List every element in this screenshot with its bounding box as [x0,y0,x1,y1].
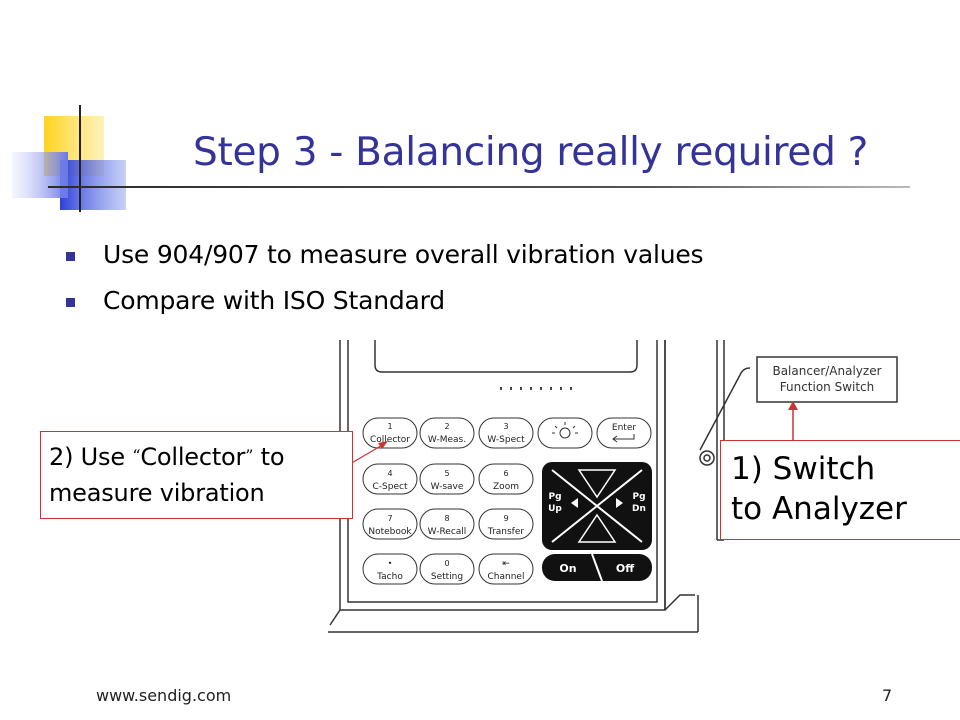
deco-blue-square [60,160,126,210]
key-number: 0 [444,559,449,568]
page-number: 7 [882,686,893,705]
key-label: W-Recall [428,527,467,537]
key-label: Zoom [493,482,519,492]
function-switch-label: Balancer/Analyzer [772,364,881,378]
key-number: • [388,559,393,568]
key-number: 2 [444,422,449,431]
footer-url: www.sendig.com [96,686,232,705]
navigation-pad: Pg Up Pg Dn [542,462,652,550]
nav-up-arrow-icon [577,513,617,543]
key-label: Transfer [487,527,524,537]
key-number: 6 [503,469,508,478]
key-label: Notebook [368,527,412,537]
title-underline [48,186,910,188]
bullet-square-icon [66,298,75,307]
key-label: Tacho [376,572,403,582]
key-number: 8 [444,514,449,523]
bullet-list: Use 904/907 to measure overall vibration… [66,232,704,324]
nav-pgup-label: Up [548,504,562,514]
bullet-text: Use 904/907 to measure overall vibration… [103,240,704,269]
function-switch-label: Function Switch [780,380,875,394]
callout-line: measure vibration [49,479,265,507]
off-label: Off [616,562,634,575]
key-number: 7 [387,514,392,523]
callout-switch-to-analyzer: 1) Switch to Analyzer [720,440,960,540]
key-label: W-save [431,482,464,492]
nav-down-arrow-icon [577,469,617,499]
slide-title: Step 3 - Balancing really required ? [193,130,869,175]
title-decoration [12,105,126,212]
nav-pgdn-label: Dn [632,504,646,514]
key-label: Collector [370,435,410,445]
key-label-enter: Enter [612,423,636,433]
key-number: 3 [503,422,508,431]
bullet-text: Compare with ISO Standard [103,286,445,315]
bullet-item: Use 904/907 to measure overall vibration… [66,232,704,278]
callout-use-collector: 2) Use “Collector” to measure vibration [40,431,353,519]
key-number: 1 [387,422,392,431]
nav-pgup-label: Pg [548,492,561,502]
key-number: 4 [387,469,392,478]
key-label: C-Spect [373,482,408,492]
key-label: W-Spect [487,435,525,445]
on-label: On [559,562,576,575]
on-off-button: On Off [542,553,652,582]
bullet-square-icon [66,252,75,261]
callout-line: 1) Switch [731,451,876,487]
nav-pgdn-label: Pg [632,492,645,502]
key-label: Setting [431,572,463,582]
bullet-item: Compare with ISO Standard [66,278,703,324]
key-number: 5 [444,469,449,478]
nav-left-arrow-icon [571,498,578,508]
callout-line: to Analyzer [731,491,907,527]
key-label: Channel [488,572,525,582]
key-label: W-Meas. [428,435,466,445]
callout-line: 2) Use “Collector” to [49,443,285,471]
enter-arrow-icon [612,434,635,443]
key-number: ⇤ [502,559,510,569]
key-number: 9 [503,514,508,523]
backlight-icon [552,422,578,439]
nav-right-arrow-icon [616,498,623,508]
deco-lightblue-square [12,152,68,198]
